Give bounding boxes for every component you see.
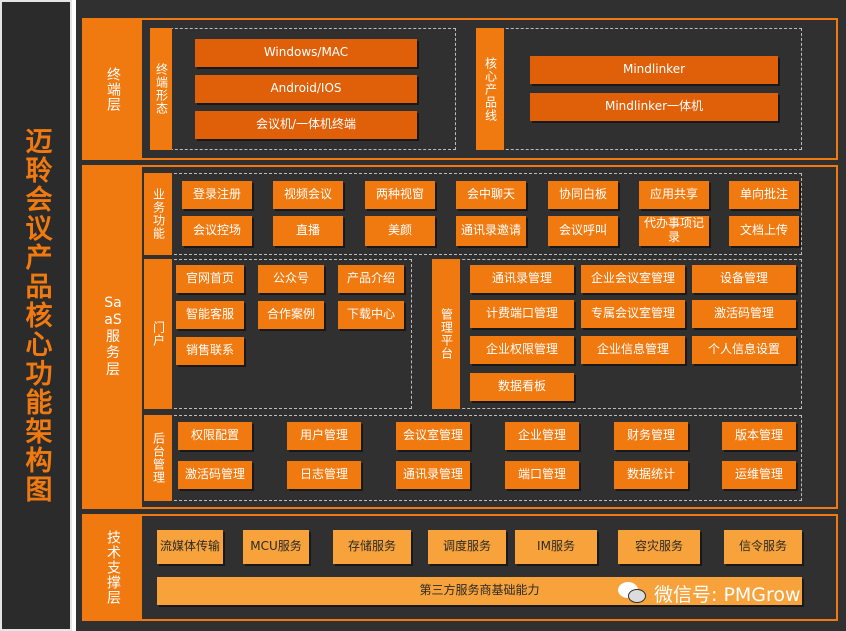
- business-function-item: 美颜: [365, 216, 435, 246]
- tech-service-item: IM服务: [515, 530, 597, 564]
- backend-item: 版本管理: [722, 422, 796, 450]
- portal-item: 智能客服: [176, 301, 244, 329]
- portal-item: 合作案例: [258, 301, 324, 329]
- tech-support-label: 技术支撑层: [84, 516, 142, 619]
- tech-support-layer: 技术支撑层 流媒体传输 MCU服务 存储服务 调度服务 IM服务 容灾服务 信令…: [82, 514, 838, 621]
- terminal-form-item: Windows/MAC: [195, 39, 417, 67]
- core-product-label: 核心产品线: [476, 28, 504, 150]
- business-function-item: 协同白板: [548, 181, 618, 209]
- backend-item: 用户管理: [287, 422, 361, 450]
- saas-label-text: SaaS服务层: [104, 295, 122, 379]
- portal-item: 产品介绍: [338, 265, 404, 293]
- tech-service-item: 调度服务: [428, 530, 506, 564]
- business-function-item: 会中聊天: [456, 181, 526, 209]
- watermark-text: 微信号: PMGrow: [654, 583, 801, 606]
- business-function-item: 单向批注: [729, 181, 799, 209]
- backend-item: 会议室管理: [396, 422, 470, 450]
- business-function-item: 会议呼叫: [548, 216, 618, 246]
- management-item: 企业会议室管理: [581, 265, 685, 293]
- portal-item: 公众号: [258, 265, 324, 293]
- tech-service-item: 信令服务: [724, 530, 802, 564]
- watermark: 微信号: PMGrow: [618, 578, 801, 608]
- portal-item: 官网首页: [176, 265, 244, 293]
- business-function-item: 会议控场: [182, 216, 252, 246]
- saas-layer-label: SaaS服务层: [84, 167, 142, 507]
- diagram-title: 迈聆会议产品核心功能架构图: [20, 127, 52, 504]
- business-function-item: 通讯录邀请: [456, 216, 526, 246]
- management-item: 企业权限管理: [470, 336, 574, 364]
- backend-item: 财务管理: [614, 422, 688, 450]
- architecture-diagram: 终端层 终端形态 Windows/MAC Android/IOS 会议机/一体机…: [76, 0, 846, 631]
- terminal-form-label: 终端形态: [150, 28, 172, 150]
- tech-service-item: 容灾服务: [618, 530, 700, 564]
- backend-item: 日志管理: [287, 461, 361, 489]
- business-function-label: 业务功能: [144, 173, 172, 255]
- business-function-item: 视频会议: [273, 181, 343, 209]
- core-product-group: [476, 28, 802, 150]
- business-function-item: 文档上传: [729, 216, 799, 246]
- portal-item: 下载中心: [338, 301, 404, 329]
- backend-item: 激活码管理: [178, 461, 252, 489]
- management-platform-label: 管理平台: [432, 259, 460, 409]
- wechat-icon: [618, 580, 648, 606]
- core-product-item: Mindlinker: [530, 56, 778, 84]
- backend-item: 运维管理: [722, 461, 796, 489]
- business-function-item: 两种视窗: [365, 181, 435, 209]
- tech-service-item: MCU服务: [243, 530, 309, 564]
- management-item: 通讯录管理: [470, 265, 574, 293]
- portal-item: 销售联系: [176, 337, 244, 365]
- management-item: 个人信息设置: [692, 336, 796, 364]
- saas-layer: SaaS服务层 业务功能 登录注册 视频会议 两种视窗 会中聊天 协同白板 应用…: [82, 165, 838, 509]
- business-function-item: 应用共享: [639, 181, 709, 209]
- management-item: 激活码管理: [692, 300, 796, 328]
- management-item: 计费端口管理: [470, 300, 574, 328]
- terminal-form-item: Android/IOS: [195, 75, 417, 103]
- business-function-item: 直播: [273, 216, 343, 246]
- backend-item: 权限配置: [178, 422, 252, 450]
- backend-item: 端口管理: [505, 461, 579, 489]
- third-party-capability: 第三方服务商基础能力: [157, 577, 802, 605]
- business-function-item: 代办事项记录: [639, 216, 709, 246]
- diagram-title-panel: 迈聆会议产品核心功能架构图: [0, 0, 72, 631]
- backend-item: 数据统计: [614, 461, 688, 489]
- management-item: 企业信息管理: [581, 336, 685, 364]
- tech-service-item: 流媒体传输: [157, 530, 223, 564]
- management-item: 专属会议室管理: [581, 300, 685, 328]
- backend-item: 通讯录管理: [396, 461, 470, 489]
- backend-management-label: 后台管理: [144, 415, 172, 501]
- tech-service-item: 存储服务: [333, 530, 411, 564]
- terminal-layer-label: 终端层: [84, 20, 142, 158]
- terminal-layer: 终端层 终端形态 Windows/MAC Android/IOS 会议机/一体机…: [82, 18, 838, 160]
- terminal-form-item: 会议机/一体机终端: [195, 111, 417, 139]
- management-item: 数据看板: [470, 373, 574, 401]
- portal-label: 门户: [144, 259, 172, 409]
- backend-item: 企业管理: [505, 422, 579, 450]
- business-function-item: 登录注册: [182, 181, 252, 209]
- management-item: 设备管理: [692, 265, 796, 293]
- core-product-item: Mindlinker一体机: [530, 93, 778, 121]
